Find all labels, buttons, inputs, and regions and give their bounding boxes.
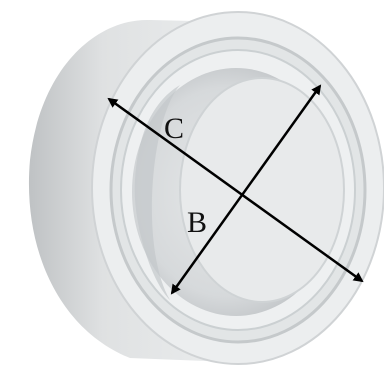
dimension-b-arrow	[170, 84, 322, 295]
dimension-b: B	[170, 84, 322, 295]
coupling-bore-back	[179, 77, 345, 303]
coupling-body	[28, 11, 384, 365]
dimension-c-label: C	[164, 112, 184, 145]
dimension-b-label: B	[187, 206, 207, 239]
